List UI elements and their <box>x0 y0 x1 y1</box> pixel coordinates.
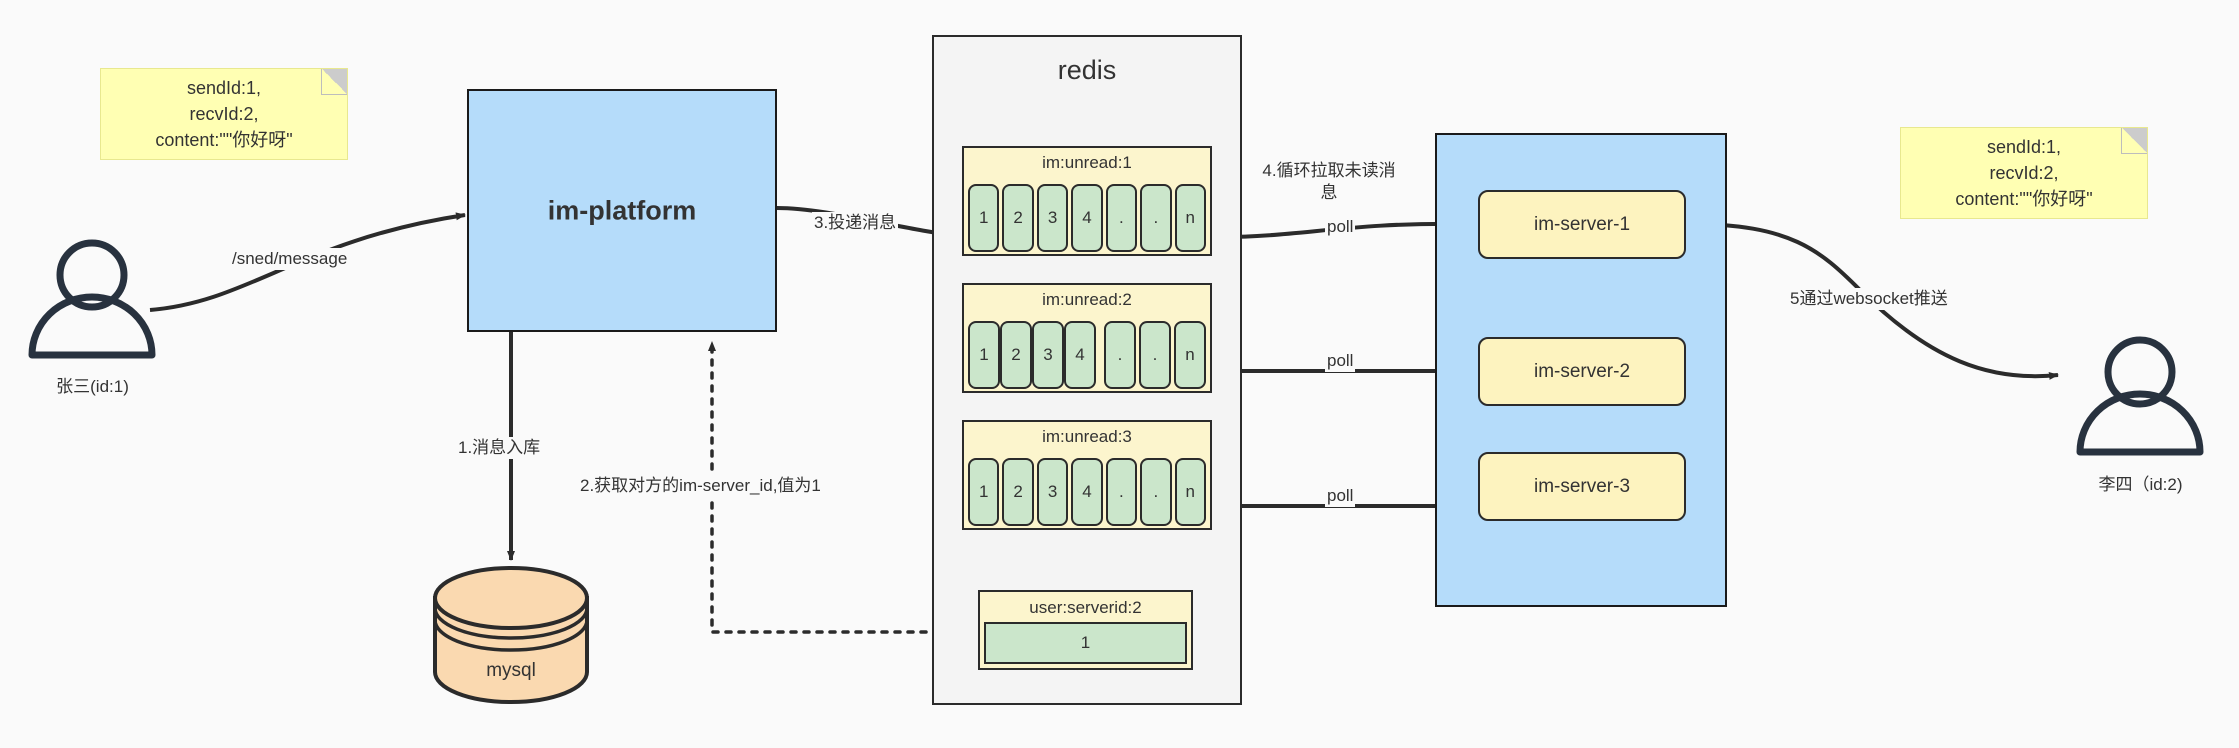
queue-cell[interactable]: 3 <box>1036 458 1069 526</box>
queue-cell[interactable]: 3 <box>1032 321 1064 389</box>
note-left-text: sendId:1, recvId:2, content:""你好呀" <box>155 78 293 150</box>
node-im-platform-label: im-platform <box>547 195 697 225</box>
queue-cell[interactable]: 4 <box>1064 321 1096 389</box>
node-im-server-3[interactable]: im-server-3 <box>1478 452 1686 521</box>
edge-label-send-message: /sned/message <box>230 248 350 270</box>
queue-cell[interactable]: 2 <box>1000 321 1032 389</box>
queue-cell[interactable]: . <box>1105 458 1138 526</box>
queue-cell[interactable]: n <box>1174 321 1206 389</box>
edge-label-step3: 3.投递消息 <box>812 212 899 234</box>
receiver-actor-label: 李四（id:2) <box>2098 475 2183 494</box>
queue-cell[interactable]: . <box>1104 321 1136 389</box>
edge-label-step1: 1.消息入库 <box>456 437 543 459</box>
redis-serverid-label: user:serverid:2 <box>1029 598 1142 617</box>
queue-cell[interactable]: 3 <box>1036 184 1069 252</box>
redis-key-group-1[interactable]: im:unread:1 1 2 3 4 . . n <box>962 146 1212 256</box>
queue-cell[interactable]: 1 <box>968 458 1000 526</box>
queue-cell[interactable]: n <box>1174 458 1206 526</box>
queue-cell[interactable]: . <box>1105 184 1138 252</box>
redis-key-1-cells: 1 2 3 4 . . n <box>968 184 1206 252</box>
queue-cell[interactable]: . <box>1140 184 1172 252</box>
note-right-message: sendId:1, recvId:2, content:""你好呀" <box>1900 127 2148 219</box>
queue-cell[interactable]: . <box>1139 321 1171 389</box>
note-left-message: sendId:1, recvId:2, content:""你好呀" <box>100 68 348 160</box>
redis-serverid-value: 1 <box>984 622 1187 664</box>
node-im-platform[interactable]: im-platform <box>467 89 777 332</box>
redis-key-2-cells: 1 2 3 4 . . n <box>968 321 1206 389</box>
edge-label-step2: 2.获取对方的im-server_id,值为1 <box>578 475 823 497</box>
queue-cell[interactable]: 4 <box>1071 184 1103 252</box>
edge-label-poll-2: poll <box>1325 350 1356 372</box>
node-mysql-label: mysql <box>486 660 536 681</box>
edge-label-poll-3: poll <box>1325 485 1356 507</box>
sender-actor-icon <box>28 239 156 359</box>
redis-key-2-label: im:unread:2 <box>1042 290 1132 309</box>
redis-key-3-cells: 1 2 3 4 . . n <box>968 458 1206 526</box>
queue-cell[interactable]: n <box>1174 184 1206 252</box>
edge-label-step4: 4.循环拉取未读消 息 <box>1257 160 1401 204</box>
edge-label-poll-1: poll <box>1325 216 1356 238</box>
queue-cell[interactable]: 1 <box>968 321 1000 389</box>
redis-key-3-label: im:unread:3 <box>1042 427 1132 446</box>
redis-key-group-2[interactable]: im:unread:2 1 2 3 4 . . n <box>962 283 1212 393</box>
note-right-text: sendId:1, recvId:2, content:""你好呀" <box>1955 137 2093 209</box>
note-fold-icon <box>2121 128 2147 154</box>
queue-cell[interactable]: 4 <box>1071 458 1103 526</box>
receiver-actor-icon <box>2076 336 2204 456</box>
queue-cell[interactable]: 2 <box>1002 458 1034 526</box>
redis-key-1-label: im:unread:1 <box>1042 153 1132 172</box>
note-fold-icon <box>321 69 347 95</box>
queue-cell[interactable]: 2 <box>1002 184 1034 252</box>
queue-cell[interactable]: . <box>1140 458 1172 526</box>
queue-cell[interactable]: 1 <box>968 184 1000 252</box>
redis-key-user-serverid[interactable]: user:serverid:2 1 <box>978 590 1193 670</box>
redis-key-group-3[interactable]: im:unread:3 1 2 3 4 . . n <box>962 420 1212 530</box>
node-redis-label: redis <box>1057 55 1117 85</box>
node-im-server-2[interactable]: im-server-2 <box>1478 337 1686 406</box>
node-im-server-1[interactable]: im-server-1 <box>1478 190 1686 259</box>
edge-label-step5: 5通过websocket推送 <box>1788 288 1950 310</box>
sender-actor-label: 张三(id:1) <box>56 377 129 396</box>
